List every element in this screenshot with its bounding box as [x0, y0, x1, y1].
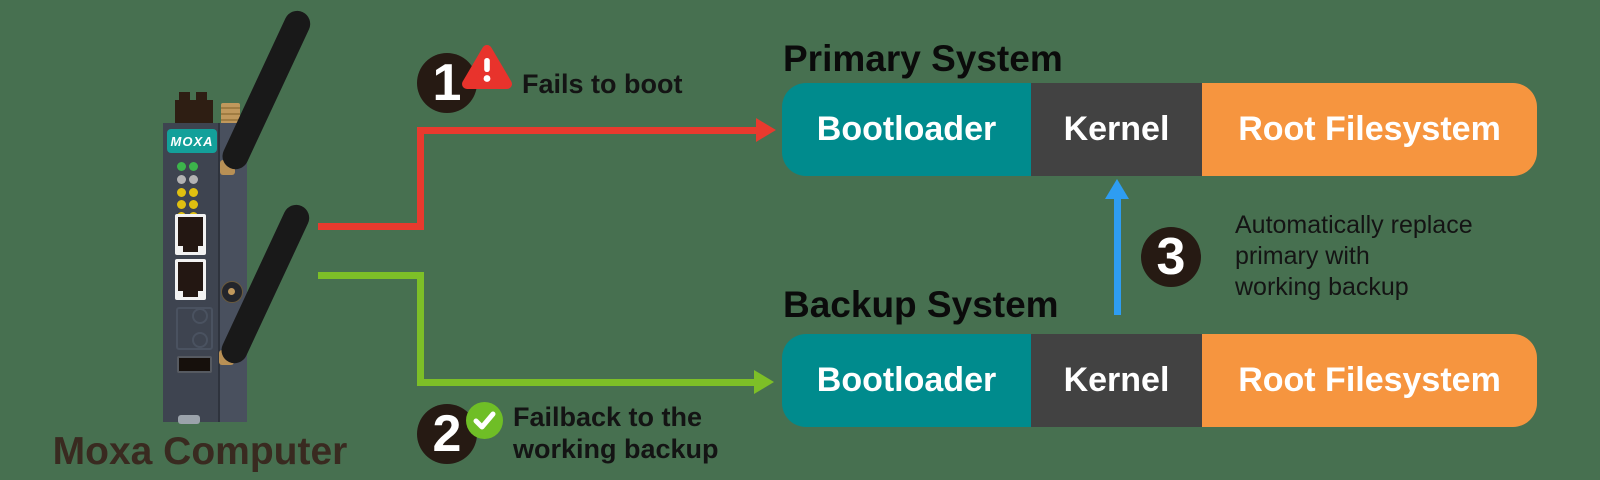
step-2-line-1: Failback to the	[513, 402, 703, 432]
led-gray	[189, 175, 198, 184]
terminal-block-screw	[196, 92, 207, 101]
step-2-badge: 2	[417, 404, 477, 464]
step-2-line-2: working backup	[513, 434, 719, 464]
usb-port	[177, 356, 212, 373]
sim-slot	[176, 307, 213, 350]
led-gray	[177, 175, 186, 184]
step-2-label: Failback to the working backup	[513, 401, 719, 465]
step-3-line-3: working backup	[1235, 273, 1409, 301]
led-green	[177, 162, 186, 171]
step-3-label: Automatically replace primary with worki…	[1235, 210, 1473, 303]
primary-rootfs-segment: Root Filesystem	[1202, 83, 1537, 176]
backup-system-title: Backup System	[783, 284, 1059, 325]
check-icon	[466, 402, 503, 439]
ethernet-port	[175, 214, 206, 255]
antenna-connector	[221, 103, 240, 125]
antenna-jack	[221, 281, 243, 303]
ethernet-port	[175, 259, 206, 300]
backup-bootloader-segment: Bootloader	[782, 334, 1031, 427]
backup-kernel-segment: Kernel	[1031, 334, 1202, 427]
led-yellow	[177, 188, 186, 197]
arrowhead-right-icon	[756, 118, 776, 142]
device-label: Moxa Computer	[52, 430, 348, 473]
moxa-logo: MOXA	[167, 129, 217, 153]
led-yellow	[177, 200, 186, 209]
backup-rootfs-segment: Root Filesystem	[1202, 334, 1537, 427]
led-green	[189, 162, 198, 171]
step-3-line-1: Automatically replace	[1235, 211, 1473, 239]
terminal-block	[175, 100, 213, 125]
warning-icon	[462, 45, 512, 89]
terminal-block-screw	[179, 92, 190, 101]
primary-system-bar: Bootloader Kernel Root Filesystem	[782, 83, 1537, 176]
backup-system-bar: Bootloader Kernel Root Filesystem	[782, 334, 1537, 427]
step-1-label: Fails to boot	[522, 69, 683, 99]
primary-bootloader-segment: Bootloader	[782, 83, 1031, 176]
step-3-badge: 3	[1141, 227, 1201, 287]
sim-slot-screw	[192, 332, 208, 348]
device-foot	[178, 415, 200, 424]
led-yellow	[189, 200, 198, 209]
primary-system-title: Primary System	[783, 38, 1063, 79]
led-yellow	[189, 188, 198, 197]
arrowhead-up-icon	[1105, 179, 1129, 199]
antenna-icon	[218, 6, 315, 174]
arrowhead-right-icon	[754, 370, 774, 394]
sim-slot-screw	[192, 308, 208, 324]
primary-kernel-segment: Kernel	[1031, 83, 1202, 176]
step-3-line-2: primary with	[1235, 242, 1370, 270]
